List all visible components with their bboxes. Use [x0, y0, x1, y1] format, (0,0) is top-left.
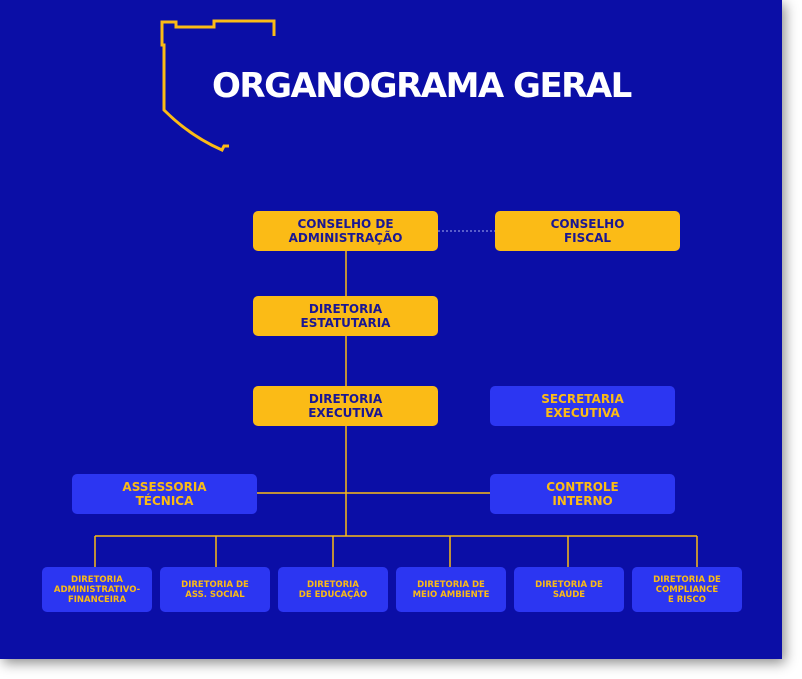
org-chart-panel: ORGANOGRAMA GERAL CONSELHO DE ADMINISTRA… — [0, 0, 782, 659]
node-diretoria-compliance-risco[interactable]: DIRETORIA DE COMPLIANCE E RISCO — [632, 567, 742, 612]
node-controle-interno[interactable]: CONTROLE INTERNO — [490, 474, 675, 514]
chart-title: ORGANOGRAMA GERAL — [212, 66, 632, 106]
node-assessoria-tecnica[interactable]: ASSESSORIA TÉCNICA — [72, 474, 257, 514]
node-diretoria-administrativo-financeira[interactable]: DIRETORIA ADMINISTRATIVO- FINANCEIRA — [42, 567, 152, 612]
connector-lines — [94, 230, 698, 567]
building-outline-icon — [160, 19, 276, 152]
node-secretaria-executiva[interactable]: SECRETARIA EXECUTIVA — [490, 386, 675, 426]
node-diretoria-educacao[interactable]: DIRETORIA DE EDUCAÇÃO — [278, 567, 388, 612]
node-diretoria-saude[interactable]: DIRETORIA DE SAÚDE — [514, 567, 624, 612]
node-diretoria-executiva[interactable]: DIRETORIA EXECUTIVA — [253, 386, 438, 426]
node-diretoria-estatutaria[interactable]: DIRETORIA ESTATUTARIA — [253, 296, 438, 336]
node-conselho-administracao[interactable]: CONSELHO DE ADMINISTRAÇÃO — [253, 211, 438, 251]
node-diretoria-ass-social[interactable]: DIRETORIA DE ASS. SOCIAL — [160, 567, 270, 612]
node-diretoria-meio-ambiente[interactable]: DIRETORIA DE MEIO AMBIENTE — [396, 567, 506, 612]
node-conselho-fiscal[interactable]: CONSELHO FISCAL — [495, 211, 680, 251]
